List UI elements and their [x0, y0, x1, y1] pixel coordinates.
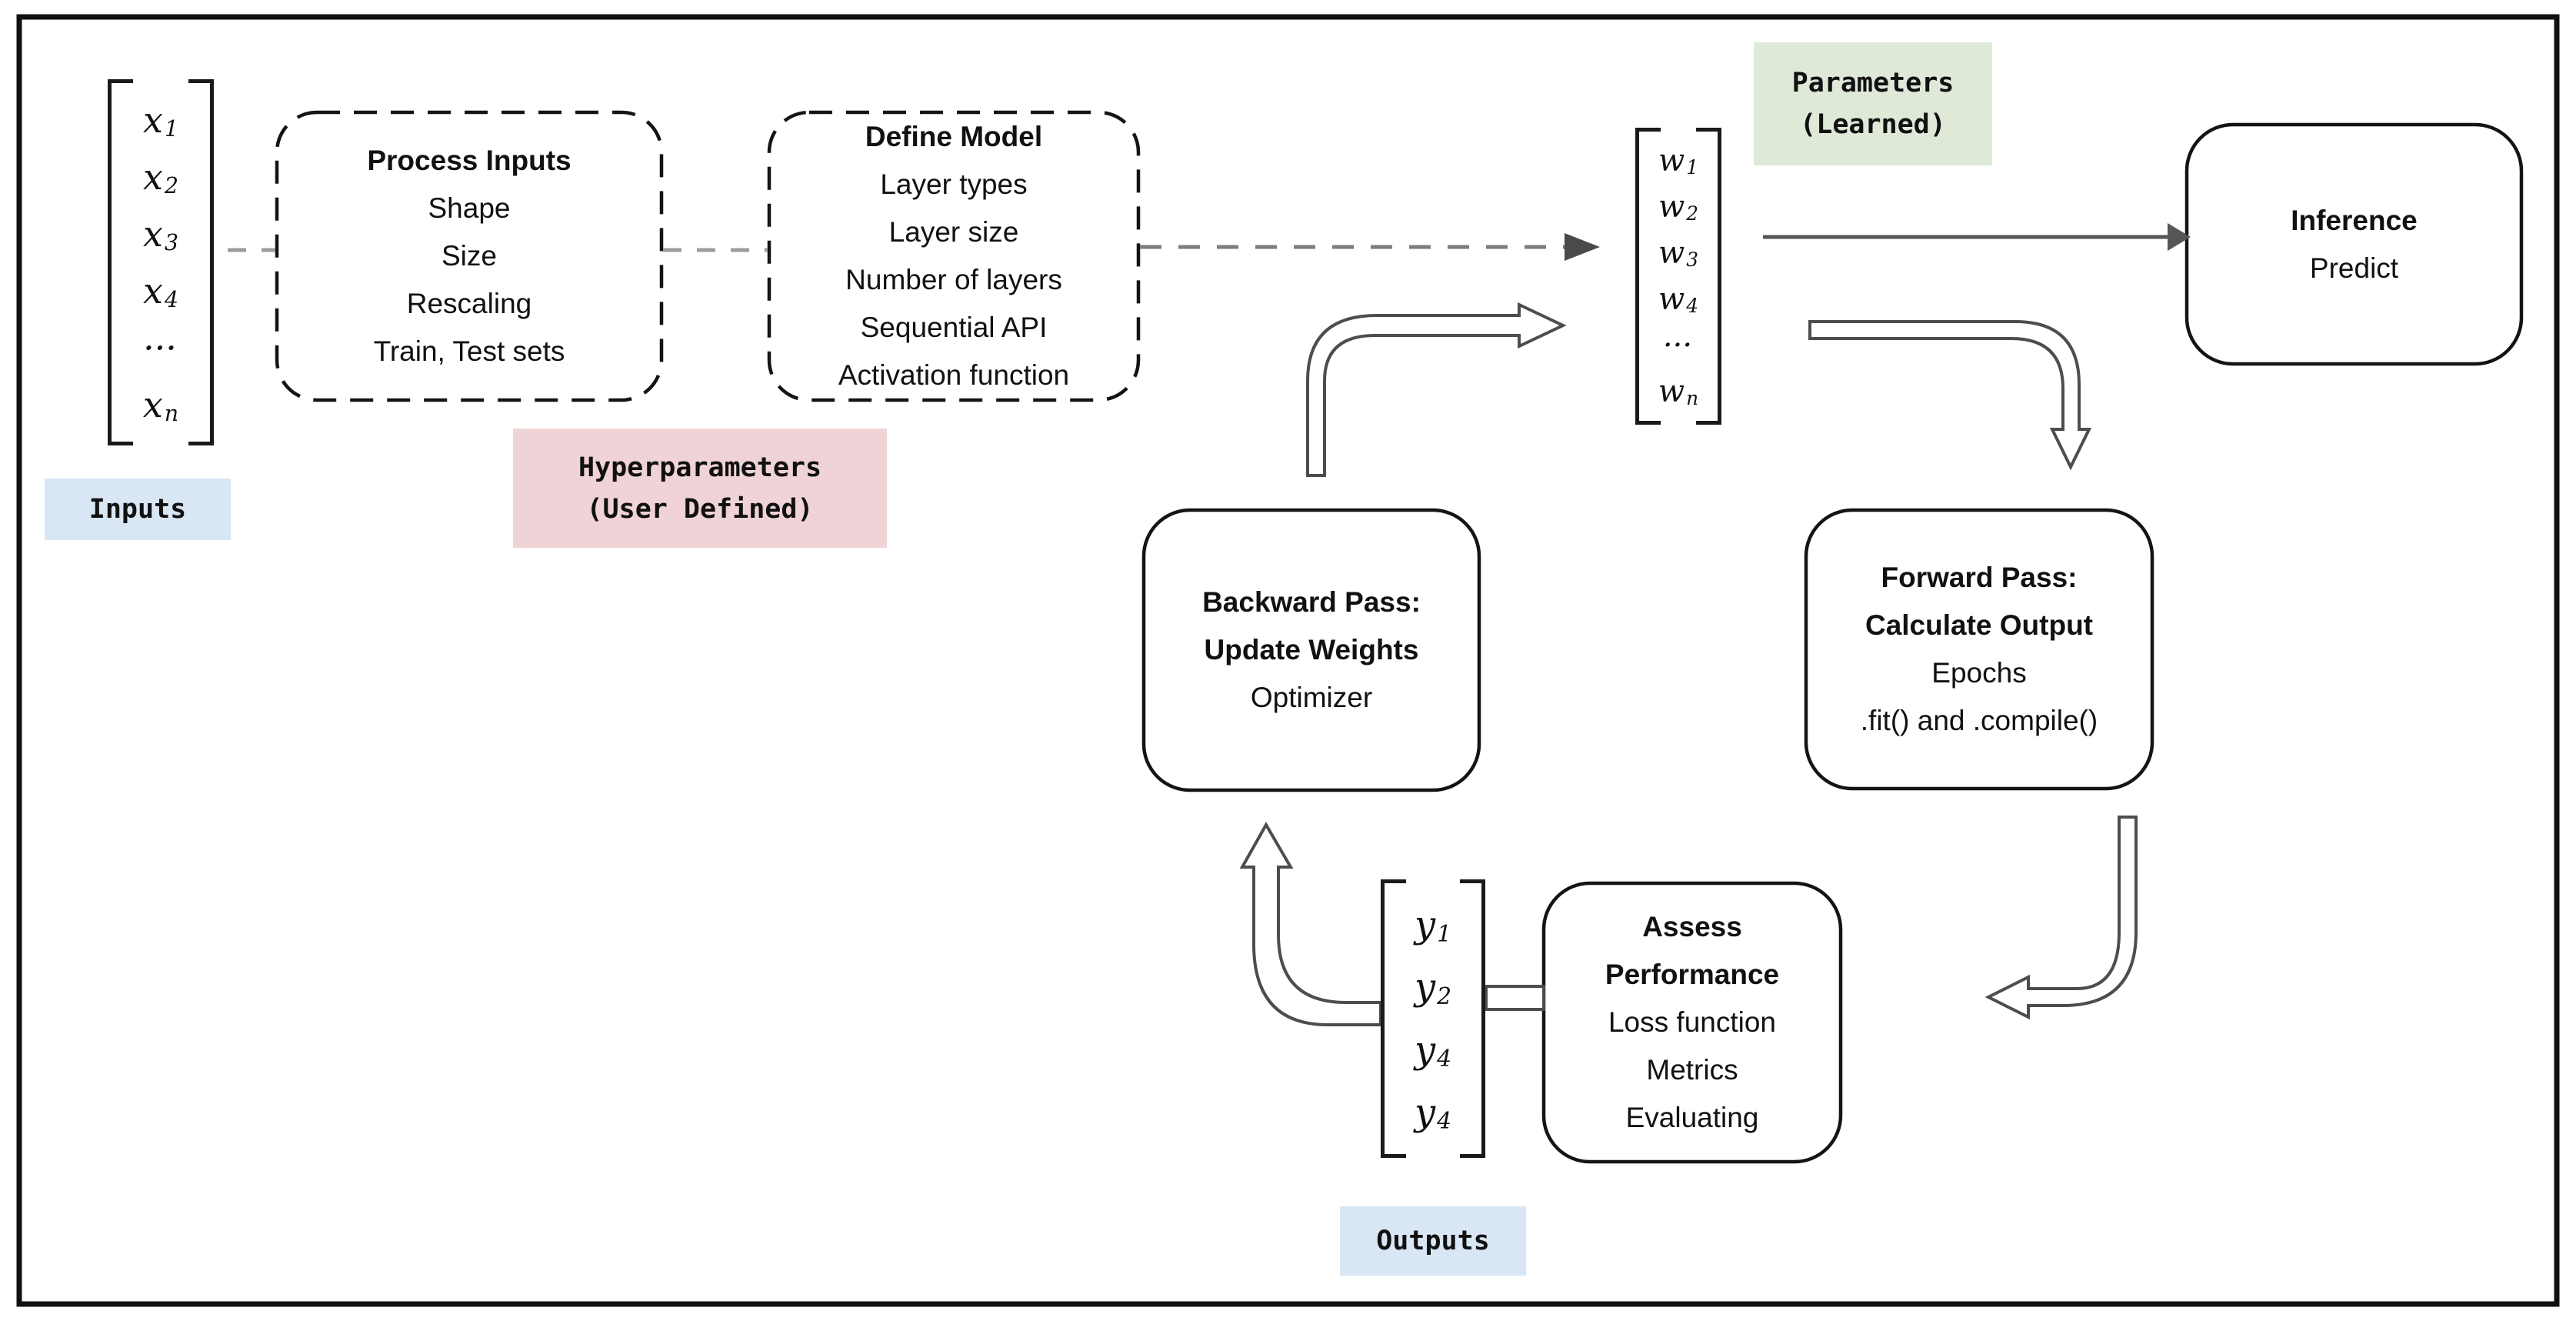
- box-line: Size: [442, 240, 497, 272]
- box-line: Loss function: [1608, 1006, 1777, 1038]
- process-inputs-box: Process Inputs Shape Size Rescaling Trai…: [285, 118, 654, 394]
- left-bracket: [1381, 879, 1406, 1158]
- box-line: Layer size: [888, 216, 1019, 248]
- parameters-label-line2: (Learned): [1800, 109, 1946, 140]
- box-line: Epochs: [1931, 657, 2027, 689]
- arrowhead-weights-to-inference: [2168, 223, 2191, 251]
- assess-performance-box-border: [1541, 881, 1843, 1164]
- hyperparameters-label: Hyperparameters (User Defined): [513, 429, 887, 548]
- parameters-label-line1: Parameters: [1791, 68, 1954, 98]
- parameters-label: Parameters (Learned): [1754, 42, 1992, 165]
- right-bracket: [1460, 879, 1485, 1158]
- inference-box-border: [2184, 122, 2524, 366]
- box-line: Evaluating: [1625, 1102, 1759, 1133]
- box-line: Number of layers: [845, 264, 1062, 295]
- define-model-box: Define Model Layer types Layer size Numb…: [777, 118, 1131, 394]
- box-line: Rescaling: [406, 288, 532, 319]
- left-bracket: [108, 79, 133, 445]
- outer-frame: [16, 14, 2560, 1307]
- box-title: Assess: [1642, 911, 1742, 942]
- box-title: Backward Pass:: [1202, 586, 1421, 618]
- hollow-arrow-outputs-to-backward: [1239, 821, 1382, 1026]
- vector-entry-dots: ···: [143, 327, 177, 369]
- right-bracket: [188, 79, 214, 445]
- box-line: Shape: [428, 192, 511, 224]
- left-bracket: [1635, 128, 1661, 425]
- box-line: Layer types: [880, 168, 1028, 200]
- inputs-label: Inputs: [45, 479, 231, 540]
- define-model-box-border: [767, 110, 1141, 402]
- box-title: Calculate Output: [1865, 609, 2094, 641]
- box-line: .fit() and .compile(): [1860, 705, 2098, 736]
- outputs-label-text: Outputs: [1376, 1226, 1490, 1256]
- backward-pass-box: Backward Pass: Update Weights Optimizer: [1151, 518, 1471, 782]
- assess-performance-box: Assess Performance Loss function Metrics…: [1551, 891, 1833, 1154]
- box-line: Activation function: [838, 359, 1070, 391]
- box-line: Optimizer: [1250, 682, 1373, 713]
- forward-pass-box-border: [1804, 508, 2154, 791]
- hyperparameters-label-line1: Hyperparameters: [578, 452, 822, 483]
- process-inputs-box-border: [275, 110, 664, 402]
- hyperparameters-label-line2: (User Defined): [586, 493, 814, 525]
- right-bracket: [1696, 128, 1721, 425]
- arrowhead-define-to-weights: [1565, 233, 1600, 261]
- forward-pass-box: Forward Pass: Calculate Output Epochs .f…: [1814, 518, 2144, 781]
- box-title: Define Model: [865, 121, 1043, 152]
- inference-box: Inference Predict: [2194, 132, 2514, 356]
- box-title: Process Inputs: [367, 145, 572, 176]
- box-line: Train, Test sets: [373, 335, 565, 367]
- box-title: Performance: [1605, 959, 1780, 990]
- hollow-arrow-weights-to-forward: [1808, 320, 2092, 471]
- hollow-arrow-forward-to-assess: [1984, 816, 2138, 1020]
- box-line: Sequential API: [860, 312, 1048, 343]
- hollow-connector-outputs-to-assess: [1485, 985, 1545, 1011]
- outputs-label: Outputs: [1340, 1206, 1526, 1276]
- backward-pass-box-border: [1141, 508, 1481, 792]
- box-line: Metrics: [1646, 1054, 1738, 1086]
- box-line: Predict: [2309, 252, 2399, 284]
- box-title: Inference: [2291, 204, 2418, 236]
- inputs-label-text: Inputs: [88, 494, 187, 525]
- box-title: Forward Pass:: [1881, 562, 2078, 593]
- hollow-arrow-backward-to-weights: [1306, 302, 1567, 477]
- vector-entry-dots: ···: [1662, 328, 1693, 363]
- box-title: Update Weights: [1204, 634, 1419, 666]
